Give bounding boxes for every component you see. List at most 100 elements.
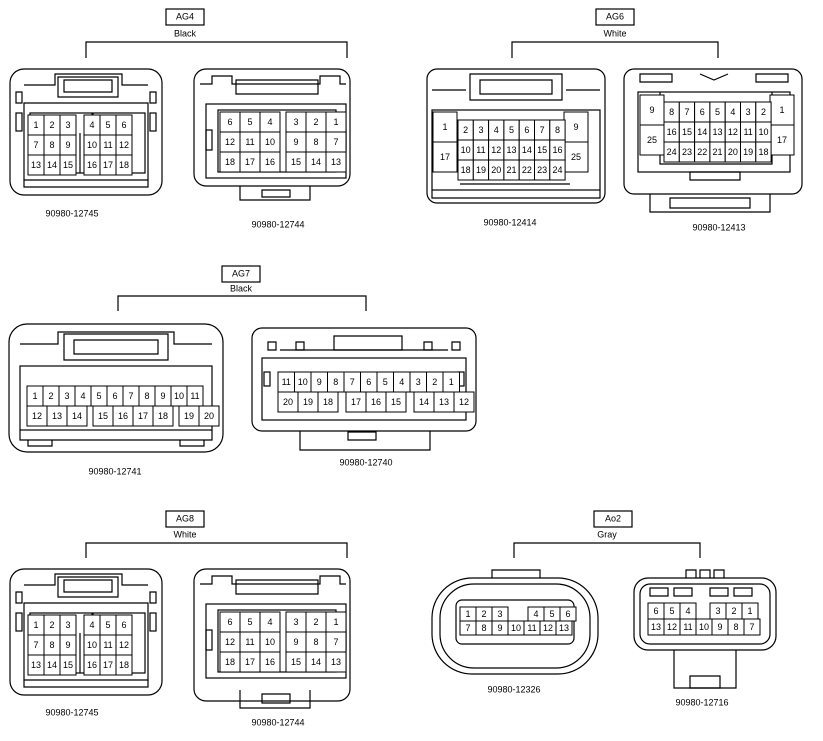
pin-number: 23	[682, 147, 692, 157]
pin-number: 19	[303, 397, 313, 407]
pin-number: 3	[715, 606, 720, 616]
pin-number: 3	[478, 125, 483, 135]
pin-number: 7	[33, 640, 38, 650]
pin-number: 2	[761, 107, 766, 117]
pin-number: 13	[439, 397, 449, 407]
pin-number: 11	[527, 623, 536, 633]
pin-number: 11	[103, 640, 112, 650]
pin-number: 12	[225, 637, 235, 647]
pin-number: 4	[730, 107, 735, 117]
part-number: 90980-12744	[251, 219, 304, 229]
pin-number: 12	[119, 140, 129, 150]
pin-number: 17	[245, 657, 255, 667]
pin-number: 9	[293, 137, 298, 147]
pin-cell	[549, 159, 566, 181]
pin-number: 6	[565, 609, 570, 619]
connector-color: White	[603, 28, 626, 38]
pin-number: 16	[265, 157, 275, 167]
connector-90980-12716	[633, 569, 777, 689]
pin-number: 2	[481, 609, 486, 619]
pin-number: 9	[717, 622, 722, 632]
pin-number: 11	[245, 637, 254, 647]
pin-number: 6	[366, 377, 371, 387]
pin-number: 17	[245, 157, 255, 167]
pin-number: 11	[476, 145, 485, 155]
pin-number: 7	[749, 622, 754, 632]
pin-number: 7	[128, 391, 133, 401]
pin-number: 2	[313, 117, 318, 127]
pin-number: 17	[351, 397, 361, 407]
pin-number: 13	[331, 657, 341, 667]
pin-number: 6	[121, 620, 126, 630]
pin-number: 14	[311, 657, 321, 667]
group-ag8	[85, 510, 348, 558]
pin-number: 7	[333, 637, 338, 647]
pin-number: 9	[317, 377, 322, 387]
pin-number: 1	[333, 117, 338, 127]
part-number: 90980-12716	[675, 697, 728, 707]
pin-number: 1	[449, 377, 454, 387]
pin-number: 7	[350, 377, 355, 387]
connector-color: Black	[174, 28, 197, 38]
pin-number: 5	[247, 617, 252, 627]
pin-number: 4	[494, 125, 499, 135]
tag-box-ao2	[593, 510, 633, 528]
pin-number: 18	[119, 660, 129, 670]
pin-number: 22	[522, 165, 532, 175]
connector-90980-12414	[426, 68, 606, 204]
pin-number: 9	[65, 140, 70, 150]
pin-number: 4	[685, 606, 690, 616]
pin-number: 24	[552, 165, 562, 175]
pin-number: 10	[265, 137, 275, 147]
pin-number: 4	[399, 377, 404, 387]
pin-number: 15	[537, 145, 547, 155]
pin-number: 20	[204, 411, 214, 421]
pin-number: 11	[190, 391, 199, 401]
pin-number: 14	[311, 157, 321, 167]
pin-cell	[563, 141, 589, 173]
pin-number: 12	[459, 397, 469, 407]
group-ag4	[85, 8, 348, 58]
pin-cell	[639, 94, 665, 126]
pin-number: 1	[33, 620, 38, 630]
pin-number: 7	[333, 137, 338, 147]
pin-number: 18	[323, 397, 333, 407]
pin-number: 13	[713, 127, 723, 137]
connector-90980-12326	[431, 569, 599, 675]
pin-number: 5	[105, 620, 110, 630]
connector-tag: AG8	[176, 513, 194, 523]
pin-number: 16	[667, 127, 677, 137]
pin-number: 21	[713, 147, 723, 157]
pin-number: 3	[64, 391, 69, 401]
pin-number: 3	[65, 620, 70, 630]
pin-number: 17	[777, 135, 787, 145]
pin-number: 8	[49, 140, 54, 150]
bracket-ag7	[117, 295, 367, 311]
pin-number: 7	[33, 140, 38, 150]
tag-box-ag4	[165, 8, 205, 26]
pin-number: 5	[105, 120, 110, 130]
pin-number: 1	[442, 122, 447, 132]
pin-number: 1	[747, 606, 752, 616]
pin-number: 11	[683, 622, 692, 632]
pin-number: 1	[333, 617, 338, 627]
pin-number: 6	[700, 107, 705, 117]
pin-number: 13	[52, 411, 62, 421]
pin-number: 8	[313, 637, 318, 647]
pin-number: 3	[65, 120, 70, 130]
pin-number: 9	[160, 391, 165, 401]
pin-number: 16	[87, 160, 97, 170]
pin-number: 18	[225, 157, 235, 167]
pin-number: 7	[540, 125, 545, 135]
pin-number: 10	[174, 391, 184, 401]
pin-number: 9	[573, 122, 578, 132]
pin-cell	[743, 618, 761, 636]
bracket-ao2	[513, 542, 701, 558]
pin-number: 18	[225, 657, 235, 667]
pin-number: 20	[728, 147, 738, 157]
pin-cell	[198, 405, 220, 427]
pin-number: 14	[47, 160, 57, 170]
pin-number: 8	[333, 377, 338, 387]
pin-number: 7	[684, 107, 689, 117]
